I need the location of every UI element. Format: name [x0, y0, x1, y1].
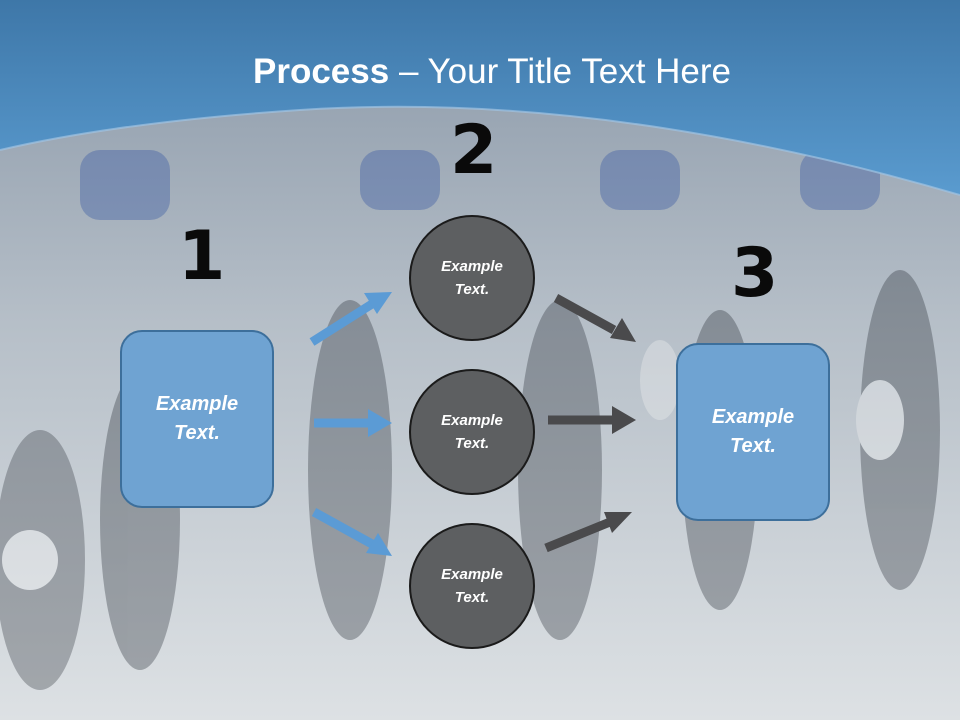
- step-number-1: 1: [178, 217, 226, 296]
- step-2-circle-bottom: Example Text.: [409, 523, 535, 649]
- step-number-3: 3: [731, 234, 779, 313]
- circle-text-line2: Text.: [454, 589, 490, 606]
- circle-text-line2: Text.: [454, 281, 490, 298]
- step-2-circle-middle: Example Text.: [409, 369, 535, 495]
- slide-title: Process – Your Title Text Here: [0, 52, 960, 92]
- arrow-1-to-circle-top: [309, 292, 392, 346]
- circle-text-line1: Example: [441, 566, 503, 583]
- step-1-text-line1: Example: [155, 393, 239, 415]
- circle-text-line1: Example: [441, 258, 503, 275]
- step-3-text-line1: Example: [711, 406, 795, 428]
- circle-text-line1: Example: [441, 412, 503, 429]
- step-1-text-line2: Text.: [174, 422, 220, 444]
- arrow-circle-top-to-3: [553, 294, 636, 342]
- arrow-1-to-circle-middle: [314, 409, 392, 437]
- step-1-box: Example Text.: [120, 330, 274, 508]
- arrow-circle-middle-to-3: [548, 406, 636, 434]
- step-number-2: 2: [450, 111, 498, 190]
- title-rest: – Your Title Text Here: [389, 52, 731, 91]
- step-3-box: Example Text.: [676, 343, 830, 521]
- arrow-1-to-circle-bottom: [311, 508, 392, 556]
- arrow-circle-bottom-to-3: [544, 512, 632, 553]
- step-2-circle-top: Example Text.: [409, 215, 535, 341]
- step-3-text-line2: Text.: [730, 435, 776, 457]
- circle-text-line2: Text.: [454, 435, 490, 452]
- title-bold: Process: [253, 52, 390, 91]
